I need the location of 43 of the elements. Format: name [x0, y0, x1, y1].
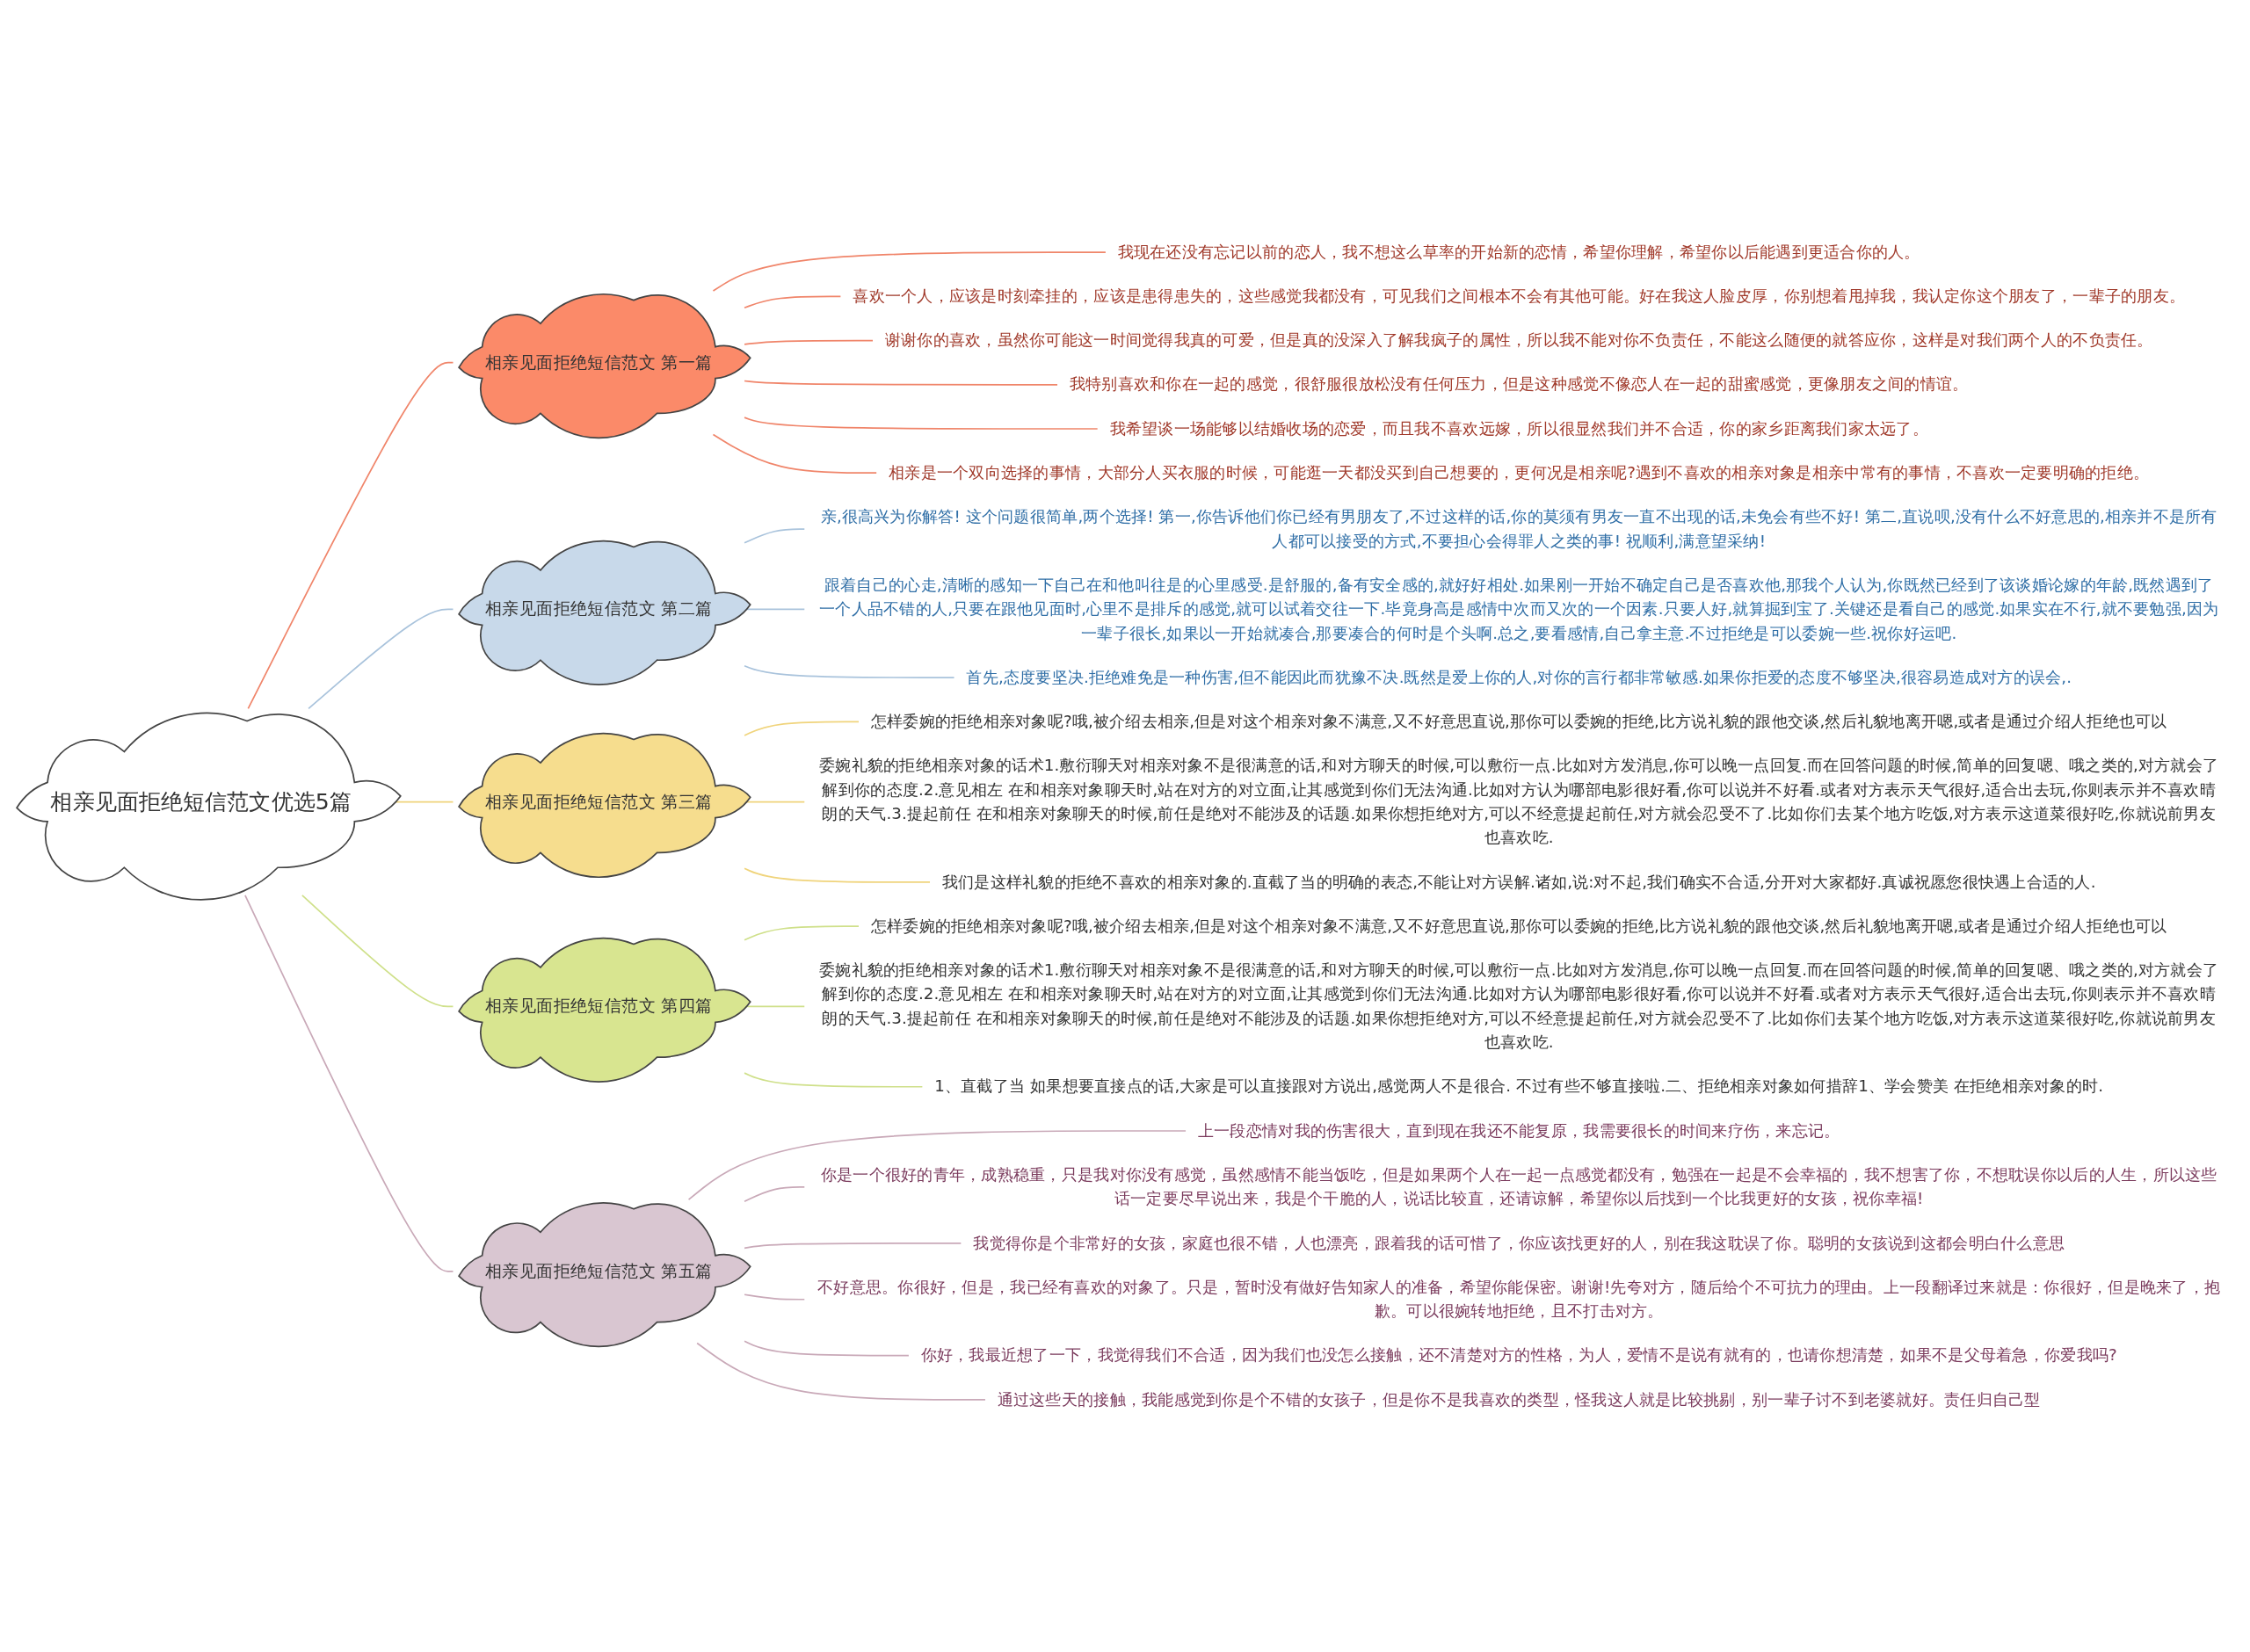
- connector: [308, 608, 454, 710]
- connector: [744, 1186, 806, 1203]
- connector: [247, 361, 454, 710]
- connector: [301, 894, 454, 1008]
- connector: [244, 894, 454, 1272]
- connector: [687, 1130, 1187, 1200]
- connector: [744, 339, 874, 345]
- node-text: 喜欢一个人，应该是时刻牵挂的，应该是患得患失的，这些感觉我都没有，可见我们之间根本不会有其他可能。好在我这人脸皮厚，你别想着甩掉我，我认定你这个朋友了，一辈子的朋友。: [853, 286, 2186, 306]
- node-text: 我希望谈一场能够以结婚收场的恋爱，而且我不喜欢远嫁，所以很显然我们并不合适，你的家乡距离我们家太远了。: [1109, 418, 1928, 438]
- connector: [744, 1340, 910, 1357]
- connector: [744, 528, 806, 544]
- node-text: 怎样委婉的拒绝相亲对象呢?哦,被介绍去相亲,但是对这个相亲对象不满意,又不好意思直说,那你可以委婉的拒绝,比方说礼貌的跟他交谈,然后礼貌地离开嗯,或者是通过介绍人拒绝也可以: [870, 916, 2167, 936]
- node-text: 相亲是一个双向选择的事情，大部分人买衣服的时候，可能逛一天都没买到自己想要的，更何况是相亲呢?遇到不喜欢的相亲对象是相亲中常有的事情，不喜欢一定要明确的拒绝。: [889, 462, 2150, 482]
- connector: [696, 1342, 986, 1401]
- node-text: 谢谢你的喜欢，虽然你可能这一时间觉得我真的可爱，但是真的没深入了解我疯子的属性，所以我不能对你不负责任，不能这么随便的就答应你，这样是对我们两个人的不负责任。: [884, 330, 2153, 350]
- connector: [744, 867, 931, 883]
- node-text: 亲,很高兴为你解答! 这个问题很简单,两个选择! 第一,你告诉他们你已经有男朋友了,不过这样的话,你的莫须有男友一直不出现的话,未免会有些不好! 第二,直说呗,没有什么不好意思的,相亲并不是所有人都可以接受的方式,不要担心会得罪人之类的事! 祝顺利,满意望采纳!: [820, 507, 2217, 551]
- connector: [744, 380, 1058, 386]
- node-text: 不好意思。你很好，但是，我已经有喜欢的对象了。只是，暂时没有做好告知家人的准备，希望你能保密。谢谢!先夸对方，随后给个不可抗力的理由。上一段翻译过来就是：你很好，但是晚来了，抱歉。可以很婉转地拒绝，且不打击对方。: [817, 1277, 2221, 1321]
- connector: [744, 1072, 924, 1088]
- node-text: 1、直截了当 如果想要直接点的话,大家是可以直接跟对方说出,感觉两人不是很合. 不过有些不够直接啦.二、拒绝相亲对象如何措辞1、学会赞美 在拒绝相亲对象的时.: [934, 1076, 2104, 1097]
- connector: [744, 417, 1099, 430]
- connector: [744, 925, 860, 941]
- connector: [744, 295, 842, 309]
- node-text: 你是一个很好的青年，成熟稳重，只是我对你没有感觉，虽然感情不能当饭吃，但是如果两个人在一起一点感觉都没有，勉强在一起是不会幸福的，我不想害了你，不想耽误你以后的人生，所以这些话一定要尽早说出来，我是个干脆的人，说话比较直，还请谅解，希望你以后找到一个比我更好的女孩，祝你幸福!: [820, 1164, 2217, 1208]
- node-text: 委婉礼貌的拒绝相亲对象的话术1.敷衍聊天对相亲对象不是很满意的话,和对方聊天的时候,可以敷衍一点.比如对方发消息,你可以晚一点回复.而在回答问题的时候,简单的回复嗯、哦之类的,对方就会了解到你的态度.2.意见相左 在和相亲对象聊天时,站在对方的对立面,让其感觉到你们无法沟通.比如对方认为哪部电影很好看,你可以说并不好看.或者对方表示天气很好,适合出去玩,你则表示并不喜欢晴朗的天气.3.提起前任 在和相亲对象聊天的时候,前任是绝对不能涉及的话题.如果你想拒绝对方,可以不经意提起前任,对方就会忍受不了.比如你们去某个地方吃饭,对方表示这道菜很好吃,你就说前男友也喜欢吃.: [819, 960, 2219, 1052]
- node-text: 怎样委婉的拒绝相亲对象呢?哦,被介绍去相亲,但是对这个相亲对象不满意,又不好意思直说,那你可以委婉的拒绝,比方说礼貌的跟他交谈,然后礼貌地离开嗯,或者是通过介绍人拒绝也可以: [870, 711, 2167, 731]
- node-text: 上一段恋情对我的伤害很大，直到现在我还不能复原，我需要很长的时间来疗伤，来忘记。: [1197, 1120, 1840, 1141]
- connector: [744, 1242, 962, 1250]
- node-text: 通过这些天的接触，我能感觉到你是个不错的女孩子，但是你不是我喜欢的类型，怪我这人就是比较挑剔，别一辈子讨不到老婆就好。责任归自己型: [997, 1389, 2041, 1409]
- connector: [744, 664, 955, 678]
- node-text: 跟着自己的心走,清晰的感知一下自己在和他叫往是的心里感受.是舒服的,备有安全感的,就好好相处.如果刚一开始不确定自己是否喜欢他,那我个人认为,你既然已经到了该谈婚论嫁的年龄,既然遇到了一个人品不错的人,只要在跟他见面时,心里不是排斥的感觉,就可以试着交往一下.毕竟身高是感情中次而又次的一个因素.只要人好,就算掘到宝了.关键还是看自己的感觉.如果实在不行,就不要勉强,因为一辈子很长,如果以一开始就凑合,那要凑合的何时是个头啊.总之,要看感情,自己拿主意.不过拒绝是可以委婉一些.祝你好运吧.: [819, 575, 2219, 643]
- node-text: 我们是这样礼貌的拒绝不喜欢的相亲对象的.直截了当的明确的表态,不能让对方误解.诸如,说:对不起,我们确实不合适,分开对大家都好.真诚祝愿您很快遇上合适的人.: [941, 872, 2096, 892]
- node-text: 你好，我最近想了一下，我觉得我们不合适，因为我们也没怎么接触，还不清楚对方的性格，为人，爱情不是说有就有的，也请你想清楚，如果不是父母着急，你爱我吗?: [920, 1345, 2117, 1365]
- node-text: 首先,态度要坚决.拒绝难免是一种伤害,但不能因此而犹豫不决.既然是爱上你的人,对你的言行都非常敏感.如果你拒爱的态度不够坚决,很容易造成对方的误会,.: [966, 667, 2072, 687]
- connector: [712, 251, 1107, 292]
- node-text: 委婉礼貌的拒绝相亲对象的话术1.敷衍聊天对相亲对象不是很满意的话,和对方聊天的时候,可以敷衍一点.比如对方发消息,你可以晚一点回复.而在回答问题的时候,简单的回复嗯、哦之类的,对方就会了解到你的态度.2.意见相左 在和相亲对象聊天时,站在对方的对立面,让其感觉到你们无法沟通.比如对方认为哪部电影很好看,你可以说并不好看.或者对方表示天气很好,适合出去玩,你则表示并不喜欢晴朗的天气.3.提起前任 在和相亲对象聊天的时候,前任是绝对不能涉及的话题.如果你想拒绝对方,可以不经意提起前任,对方就会忍受不了.比如你们去某个地方吃饭,对方表示这道菜很好吃,你就说前男友也喜欢吃.: [819, 756, 2219, 847]
- connector: [744, 1293, 806, 1301]
- node-text: 我特别喜欢和你在一起的感觉，很舒服很放松没有任何压力，但是这种感觉不像恋人在一起的甜蜜感觉，更像朋友之间的情谊。: [1069, 374, 1969, 395]
- connector: [744, 721, 860, 736]
- connector: [712, 433, 878, 475]
- node-text: 我觉得你是个非常好的女孩，家庭也很不错，人也漂亮，跟着我的话可惜了，你应该找更好的人，别在我这耽误了你。聪明的女孩说到这都会明白什么意思: [973, 1233, 2065, 1253]
- node-text: 我现在还没有忘记以前的恋人，我不想这么草率的开始新的恋情，希望你理解，希望你以后能遇到更适合你的人。: [1117, 242, 1920, 262]
